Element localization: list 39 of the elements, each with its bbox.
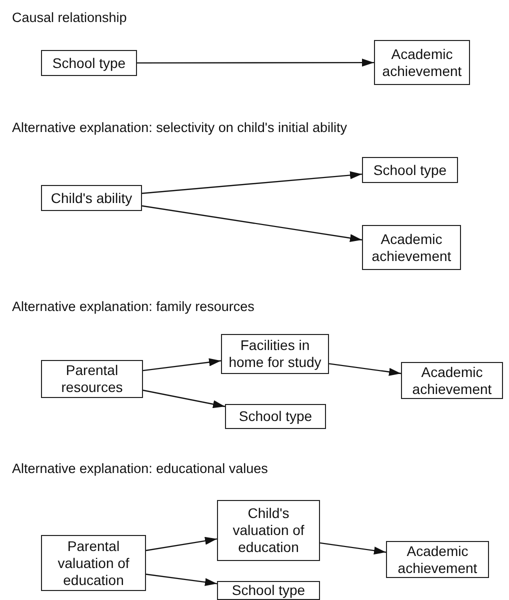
- box-label: School type: [373, 162, 447, 178]
- arrow: [142, 390, 226, 408]
- box-label: Child's valuation of education: [232, 505, 306, 556]
- box: [41, 360, 143, 398]
- box: [374, 40, 470, 85]
- box: [41, 50, 137, 76]
- box: [41, 535, 146, 591]
- box-label: Academic achievement: [411, 364, 493, 398]
- box: [386, 541, 489, 578]
- box-label: Academic achievement: [370, 230, 452, 264]
- arrow: [137, 58, 374, 67]
- box-label: Facilities in home for study: [228, 337, 322, 371]
- section-heading: Alternative explanation: selectivity on child's initial ability: [12, 120, 347, 135]
- box: [217, 500, 320, 561]
- box-label: Parental resources: [60, 362, 124, 396]
- section-heading: Alternative explanation: educational values: [12, 461, 268, 476]
- arrow: [328, 363, 402, 376]
- box: [362, 157, 458, 183]
- section-heading: Alternative explanation: family resources: [12, 299, 254, 314]
- arrow: [146, 536, 218, 552]
- box-label: Academic achievement: [381, 46, 463, 80]
- box: [217, 581, 320, 600]
- arrow: [142, 358, 222, 372]
- box-label: School type: [238, 408, 312, 425]
- box-label: Academic achievement: [396, 542, 478, 576]
- box-label: School type: [232, 582, 306, 599]
- arrow: [320, 542, 386, 555]
- section-heading: Causal relationship: [12, 10, 127, 25]
- box: [41, 185, 142, 211]
- box: [221, 334, 329, 374]
- arrow: [146, 574, 218, 586]
- arrow: [142, 205, 362, 242]
- box: [225, 404, 326, 429]
- box-label: Child's ability: [50, 190, 132, 206]
- box: [362, 225, 461, 270]
- box-label: Parental valuation of education: [56, 538, 130, 588]
- box-label: School type: [52, 54, 126, 72]
- arrow: [142, 171, 362, 194]
- box: [401, 362, 503, 399]
